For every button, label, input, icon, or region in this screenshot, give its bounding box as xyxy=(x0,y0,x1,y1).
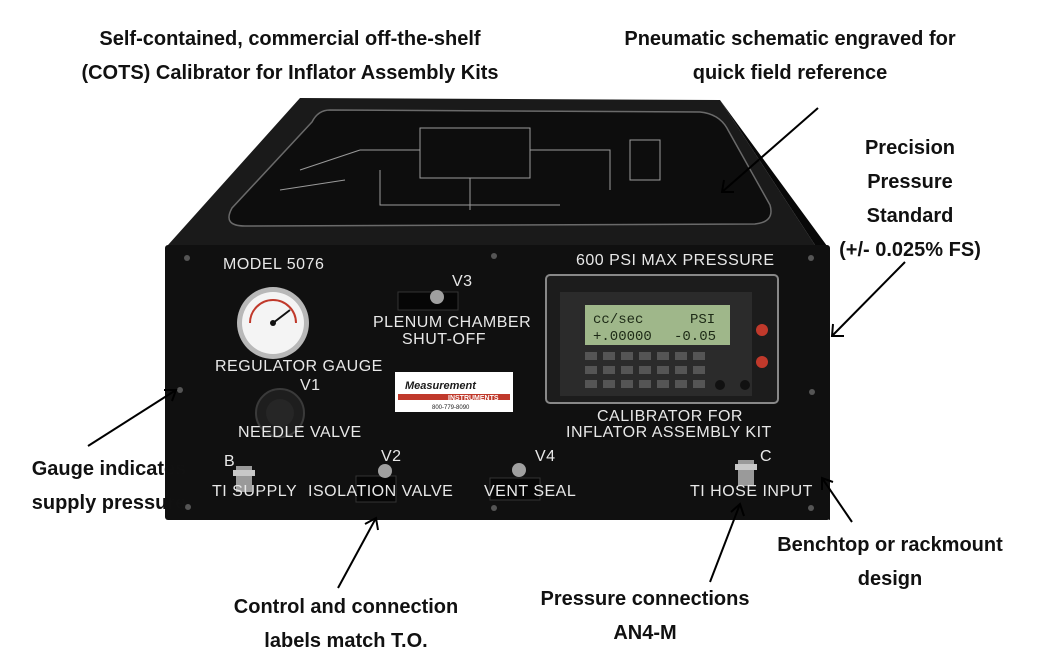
port-b-label: B xyxy=(224,453,235,470)
isolation-valve-label: ISOLATION VALVE xyxy=(308,483,453,500)
v4-label: V4 xyxy=(535,448,556,465)
arrow-control xyxy=(337,516,379,589)
ti-hose-input-fitting xyxy=(735,460,757,486)
callout-schematic-line2: quick field reference xyxy=(692,62,888,84)
ti-supply-fitting xyxy=(233,466,255,492)
v2-label: V2 xyxy=(381,448,402,465)
callout-benchtop-line1: Benchtop or rackmount xyxy=(777,534,1003,556)
callout-gauge-line2: supply pressure xyxy=(31,492,187,514)
arrow-precision xyxy=(830,261,906,337)
arrow-gauge xyxy=(87,389,178,447)
panel-screws xyxy=(177,253,815,511)
callout-control: Control and connection labels match T.O. xyxy=(206,590,486,658)
v1-label: V1 xyxy=(300,377,321,394)
lcd-line2-right: -0.05 xyxy=(674,329,716,345)
callout-precision: Precision Pressure Standard (+/- 0.025% … xyxy=(825,131,995,267)
callout-benchtop-line2: design xyxy=(857,568,923,590)
lcd-line1-right: PSI xyxy=(690,312,715,328)
vent-seal-handle xyxy=(489,463,541,501)
callout-schematic-line1: Pneumatic schematic engraved for xyxy=(624,28,956,50)
callout-gauge: Gauge indicates supply pressure xyxy=(14,452,204,520)
plenum-label-line2: SHUT-OFF xyxy=(402,331,486,348)
logo-sub: INSTRUMENTS xyxy=(448,395,499,402)
lcd-line1-left: cc/sec xyxy=(593,312,643,328)
vent-seal-label: VENT SEAL xyxy=(484,483,576,500)
port-c-label: C xyxy=(760,448,772,465)
callout-cots: Self-contained, commercial off-the-shelf… xyxy=(40,22,540,90)
callout-schematic: Pneumatic schematic engraved for quick f… xyxy=(595,22,985,90)
arrow-schematic xyxy=(720,107,819,193)
isolation-valve-handle xyxy=(355,464,397,503)
callout-connections-line1: Pressure connections xyxy=(540,588,750,610)
ti-hose-input-label: TI HOSE INPUT xyxy=(690,483,813,500)
arrow-connections xyxy=(709,502,745,583)
ti-supply-label: TI SUPPLY xyxy=(212,483,297,500)
callout-benchtop: Benchtop or rackmount design xyxy=(755,528,1025,596)
callout-precision-line2: Pressure xyxy=(867,171,953,193)
plenum-label-line1: PLENUM CHAMBER xyxy=(373,314,531,331)
logo-phone: 800-779-8090 xyxy=(432,405,470,411)
callout-control-line1: Control and connection xyxy=(233,596,459,618)
callout-cots-line2: (COTS) Calibrator for Inflator Assembly … xyxy=(81,62,499,84)
pressure-standard-instrument xyxy=(545,274,779,404)
callout-connections: Pressure connections AN4-M xyxy=(520,582,770,650)
needle-valve-label: NEEDLE VALVE xyxy=(238,424,362,441)
needle-valve-knob xyxy=(255,388,305,438)
callout-precision-line4: (+/- 0.025% FS) xyxy=(839,239,981,261)
regulator-gauge xyxy=(237,287,309,359)
calibrator-label-line2: INFLATOR ASSEMBLY KIT xyxy=(566,424,772,441)
calibrator-label-line1: CALIBRATOR FOR xyxy=(597,408,743,425)
arrow-benchtop xyxy=(821,476,853,523)
measurement-instruments-logo xyxy=(395,372,513,412)
callout-precision-line3: Standard xyxy=(866,205,954,227)
callout-connections-line2: AN4-M xyxy=(613,622,677,644)
max-pressure-label: 600 PSI MAX PRESSURE xyxy=(576,252,775,269)
logo-brand: Measurement xyxy=(405,380,477,392)
callout-precision-line1: Precision xyxy=(864,137,956,159)
plenum-valve-handle xyxy=(397,290,459,311)
model-label: MODEL 5076 xyxy=(223,256,324,273)
callout-cots-line1: Self-contained, commercial off-the-shelf xyxy=(99,28,481,50)
regulator-gauge-label: REGULATOR GAUGE xyxy=(215,358,383,375)
schematic-lines xyxy=(279,127,661,210)
callout-control-line2: labels match T.O. xyxy=(264,630,428,652)
callout-gauge-line1: Gauge indicates xyxy=(31,458,187,480)
lcd-screen xyxy=(585,305,730,345)
lcd-line2-left: +.00000 xyxy=(593,329,652,345)
v3-label: V3 xyxy=(452,273,473,290)
schematic-plate xyxy=(228,109,772,227)
